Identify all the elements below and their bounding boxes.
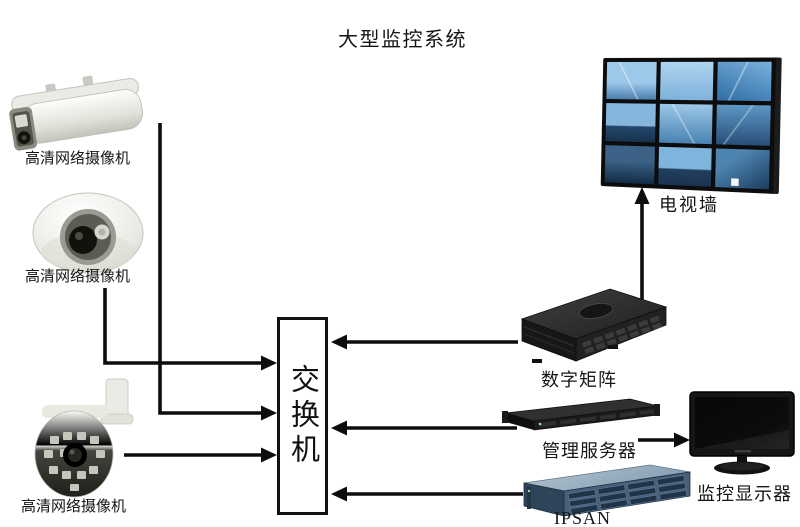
tv-wall-screen: [605, 60, 659, 102]
management-server-icon: [500, 397, 662, 435]
digital-matrix-icon: [512, 283, 672, 367]
digital-matrix-label: 数字矩阵: [541, 370, 617, 390]
dome-camera-icon: [28, 190, 148, 276]
tv-wall-badge: [731, 178, 739, 187]
arrowhead: [331, 486, 347, 502]
tv-wall-screen: [659, 60, 715, 102]
tv-wall-screen: [603, 143, 657, 186]
edge-camera1-switch: [158, 123, 262, 415]
page-title: 大型监控系统: [338, 29, 467, 51]
tv-wall-screen: [713, 147, 771, 191]
tv-wall-icon: [600, 57, 782, 195]
management-server-label: 管理服务器: [542, 441, 637, 461]
bottom-edge-strip: [0, 527, 800, 529]
ptz-camera-icon: [22, 378, 152, 498]
bullet-camera-label: 高清网络摄像机: [25, 151, 131, 167]
tv-wall-label: 电视墙: [659, 195, 719, 215]
arrowhead: [331, 334, 347, 350]
bullet-camera-icon: [8, 74, 148, 152]
arrowhead: [634, 187, 650, 204]
arrowhead: [261, 355, 277, 371]
ptz-camera-label: 高清网络摄像机: [21, 499, 127, 515]
tv-wall-screen: [714, 103, 772, 147]
tv-wall-screen: [657, 145, 713, 188]
ipsan-label: IPSAN: [554, 508, 612, 528]
switch-label: 交换机: [286, 363, 319, 469]
switch-node: 交换机: [277, 317, 328, 515]
arrowhead: [261, 405, 277, 421]
arrowhead: [261, 447, 277, 463]
monitor-label: 监控显示器: [697, 484, 792, 504]
tv-wall-screen: [658, 103, 714, 145]
monitor-icon: [688, 390, 798, 478]
ipsan-icon: [516, 461, 694, 519]
edge-camera2-switch: [103, 288, 262, 365]
tv-wall-screen: [715, 60, 773, 103]
dome-camera-label: 高清网络摄像机: [25, 269, 131, 285]
arrowhead: [674, 432, 690, 448]
tv-wall-screen: [604, 102, 658, 144]
arrowhead: [331, 420, 347, 436]
